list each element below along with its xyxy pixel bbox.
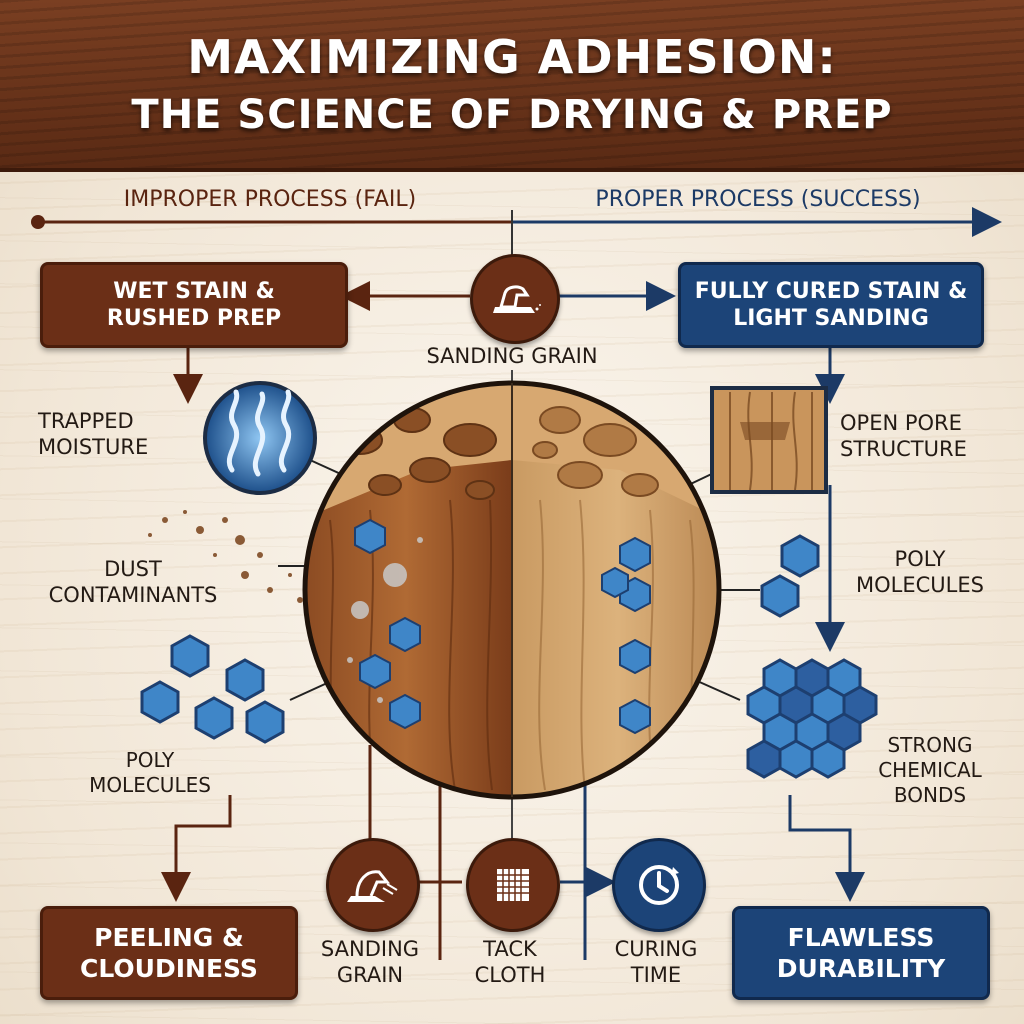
peeling-result-label: PEELING & CLOUDINESS [80, 922, 258, 983]
right-poly-label: POLY MOLECULES [856, 547, 984, 598]
cured-stain-label: FULLY CURED STAIN & LIGHT SANDING [694, 278, 968, 332]
cured-stain-box: FULLY CURED STAIN & LIGHT SANDING [678, 262, 984, 348]
left-poly-molecules [140, 634, 285, 744]
clock-icon [639, 865, 679, 905]
trapped-moisture-label: TRAPPED MOISTURE [38, 409, 149, 460]
wood-cross-section [302, 380, 722, 800]
sander-icon [493, 285, 541, 313]
sander-icon [347, 870, 398, 902]
flawless-result-box: FLAWLESS DURABILITY [732, 906, 990, 1000]
open-pore-icon [710, 386, 828, 494]
title-banner: MAXIMIZING ADHESION: THE SCIENCE OF DRYI… [0, 0, 1024, 172]
wet-stain-box: WET STAIN & RUSHED PREP [40, 262, 348, 348]
open-pore-label: OPEN PORE STRUCTURE [840, 411, 967, 462]
title-line-2: THE SCIENCE OF DRYING & PREP [131, 92, 893, 138]
strong-bonds-label: STRONG CHEMICAL BONDS [878, 733, 982, 807]
center-sander-circle [470, 254, 560, 344]
flawless-result-label: FLAWLESS DURABILITY [776, 922, 946, 983]
title-line-1: MAXIMIZING ADHESION: [187, 30, 837, 84]
step-curing-label: CURING TIME [614, 937, 698, 988]
moisture-icon [203, 381, 317, 495]
left-poly-label: POLY MOLECULES [89, 748, 211, 797]
step-sanding-label: SANDING GRAIN [320, 937, 420, 988]
center-sanding-label: SANDING GRAIN [426, 344, 598, 368]
dust-contaminants-label: DUST CONTAMINANTS [48, 557, 218, 608]
chemical-bond-lattice [746, 658, 878, 779]
wet-stain-label: WET STAIN & RUSHED PREP [106, 278, 282, 332]
step-curing-circle [612, 838, 706, 932]
peeling-result-box: PEELING & CLOUDINESS [40, 906, 298, 1000]
proper-process-label: PROPER PROCESS (SUCCESS) [595, 187, 921, 212]
step-tack-cloth-label: TACK CLOTH [474, 937, 546, 988]
right-poly-molecules [760, 534, 820, 618]
tack-cloth-icon [497, 869, 529, 901]
step-sanding-circle [326, 838, 420, 932]
dust-particles [148, 510, 303, 603]
step-tack-cloth-circle [466, 838, 560, 932]
improper-process-label: IMPROPER PROCESS (FAIL) [123, 187, 417, 212]
